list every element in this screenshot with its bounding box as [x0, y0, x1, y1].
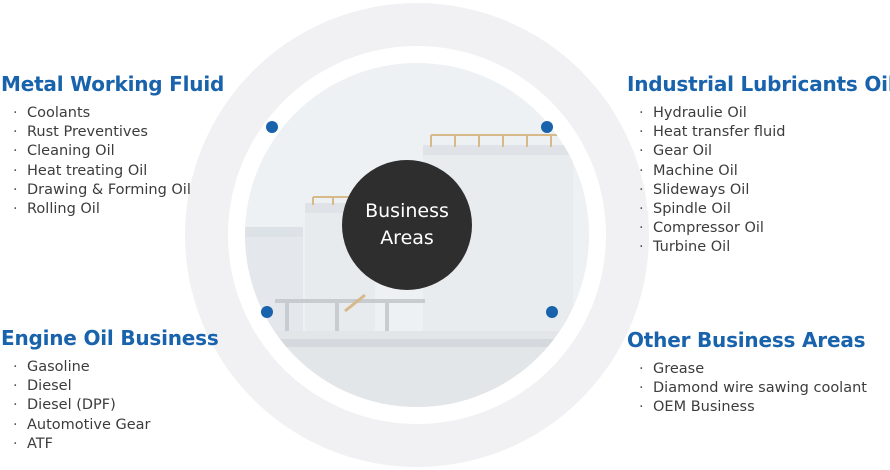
section-title: Industrial Lubricants Oil [627, 72, 890, 96]
item-list: Coolants Rust Preventives Cleaning Oil H… [1, 104, 224, 219]
list-item: Diesel (DPF) [1, 396, 219, 415]
section-title: Other Business Areas [627, 328, 866, 352]
section-title: Engine Oil Business [1, 326, 219, 350]
list-item: Diesel [1, 377, 219, 396]
center-label-line2: Areas [380, 227, 434, 249]
list-item: Spindle Oil [627, 200, 890, 219]
list-item: Compressor Oil [627, 219, 890, 238]
other-business-section: Other Business Areas Grease Diamond wire… [627, 328, 867, 418]
list-item: Rolling Oil [1, 200, 224, 219]
list-item: Machine Oil [627, 162, 890, 181]
list-item: Coolants [1, 104, 224, 123]
list-item: Slideways Oil [627, 181, 890, 200]
list-item: Rust Preventives [1, 123, 224, 142]
section-title: Metal Working Fluid [1, 72, 225, 96]
item-list: Grease Diamond wire sawing coolant OEM B… [627, 360, 867, 418]
list-item: Drawing & Forming Oil [1, 181, 224, 200]
business-areas-center: Business Areas [342, 160, 472, 290]
connector-dot-top-right [541, 121, 553, 133]
list-item: Heat transfer fluid [627, 123, 890, 142]
connector-dot-top-left [266, 121, 278, 133]
industrial-lubricants-section: Industrial Lubricants Oil Hydraulie Oil … [627, 72, 890, 258]
list-item: Automotive Gear [1, 416, 219, 435]
connector-dot-bottom-left [261, 306, 273, 318]
connector-dot-bottom-right [546, 306, 558, 318]
list-item: Grease [627, 360, 867, 379]
list-item: Hydraulie Oil [627, 104, 890, 123]
list-item: Cleaning Oil [1, 142, 224, 161]
list-item: Diamond wire sawing coolant [627, 379, 867, 398]
list-item: OEM Business [627, 398, 867, 417]
item-list: Hydraulie Oil Heat transfer fluid Gear O… [627, 104, 890, 258]
metal-working-fluid-section: Metal Working Fluid Coolants Rust Preven… [1, 72, 224, 219]
list-item: Turbine Oil [627, 238, 890, 257]
list-item: Heat treating Oil [1, 162, 224, 181]
list-item: Gasoline [1, 358, 219, 377]
list-item: ATF [1, 435, 219, 454]
engine-oil-section: Engine Oil Business Gasoline Diesel Dies… [1, 326, 219, 454]
list-item: Gear Oil [627, 142, 890, 161]
center-label-line1: Business [365, 200, 449, 222]
item-list: Gasoline Diesel Diesel (DPF) Automotive … [1, 358, 219, 454]
